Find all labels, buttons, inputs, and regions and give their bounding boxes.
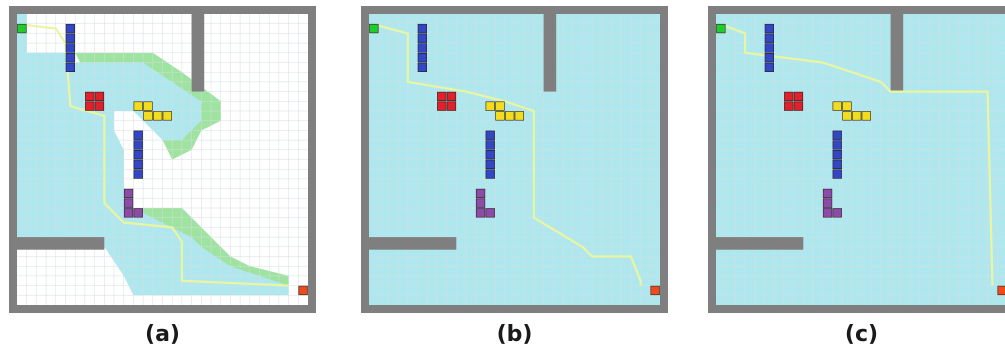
obstacle-yellow <box>832 101 871 121</box>
planned-path <box>721 23 994 286</box>
obstacle-blue-top <box>65 23 75 72</box>
goal-cell <box>997 285 1005 296</box>
interior-wall-horizontal <box>369 237 457 250</box>
goal-cell <box>298 285 308 296</box>
obstacle-purple <box>475 188 495 218</box>
obstacle-yellow <box>133 101 172 121</box>
grid-map-b <box>361 6 668 313</box>
interior-wall-vertical <box>191 14 205 92</box>
obstacle-purple <box>123 188 143 218</box>
goal-cell <box>650 285 660 296</box>
obstacle-red <box>85 91 105 111</box>
grid-panel-c <box>708 6 1005 313</box>
start-cell <box>369 23 379 34</box>
planned-path <box>22 23 289 287</box>
start-cell <box>716 23 726 34</box>
grid-panel-a <box>9 6 316 313</box>
obstacle-blue-middle <box>832 130 842 179</box>
grid-panel-b <box>361 6 668 313</box>
obstacle-blue-top <box>417 23 427 72</box>
grid-map-c <box>708 6 1005 313</box>
interior-wall-horizontal <box>716 237 804 250</box>
obstacle-yellow <box>485 101 524 121</box>
interior-wall-horizontal <box>17 237 105 250</box>
obstacle-red <box>437 91 457 111</box>
grid-map-a <box>9 6 316 313</box>
panel-label-c: (c) <box>844 322 879 347</box>
obstacle-blue-top <box>764 23 774 72</box>
obstacle-blue-middle <box>485 130 495 179</box>
panel-label-a: (a) <box>145 322 180 347</box>
grid-lines <box>17 14 308 305</box>
start-cell <box>17 23 27 34</box>
planned-path <box>374 23 642 286</box>
interior-wall-vertical <box>890 14 904 92</box>
obstacle-red <box>784 91 804 111</box>
obstacle-blue-middle <box>133 130 143 179</box>
interior-wall-vertical <box>543 14 557 92</box>
panel-label-b: (b) <box>496 322 533 347</box>
obstacle-purple <box>822 188 842 218</box>
